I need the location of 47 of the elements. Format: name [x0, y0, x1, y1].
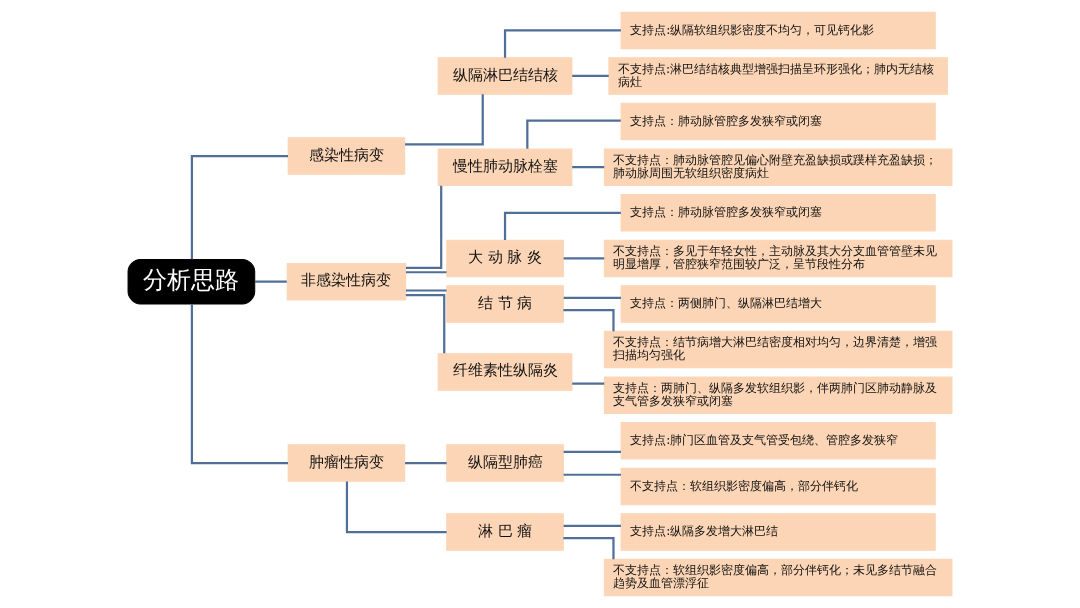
- connector: [563, 473, 621, 476]
- node-box: 纤维素性纵隔炎: [437, 353, 573, 391]
- connector: [503, 211, 621, 241]
- node-box: 支持点：两肺门、纵隔多发软组织影，伴两肺门区肺动静脉及支气管多发狭窄或闭塞: [603, 376, 953, 414]
- connector: [563, 450, 621, 454]
- connector: [563, 257, 605, 260]
- node-box: 支持点:肺门区血管及支气管受包绕、管腔多发狭窄: [620, 422, 936, 460]
- node-box: 支持点：两侧肺门、纵隔淋巴结增大: [620, 285, 936, 323]
- node-box: 感染性病变: [287, 137, 406, 175]
- connector: [572, 74, 609, 78]
- node-box: 肿瘤性病变: [287, 444, 406, 482]
- connector: [563, 296, 621, 300]
- connector: [563, 537, 615, 560]
- node-box: 分析思路: [127, 258, 256, 305]
- node-box: 淋 巴 瘤: [446, 513, 564, 551]
- node-box: 纵隔淋巴结结核: [437, 57, 573, 95]
- connector: [254, 280, 287, 283]
- node-box: 支持点:纵隔软组织影密度不均匀，可见钙化影: [620, 11, 936, 50]
- connector: [190, 304, 288, 465]
- node-box: 支持点：肺动脉管腔多发狭窄或闭塞: [620, 102, 936, 141]
- connector: [563, 524, 621, 528]
- connector: [405, 185, 443, 269]
- connector: [405, 271, 447, 274]
- connector: [405, 94, 484, 146]
- node-box: 支持点:纵隔多发增大淋巴结: [620, 513, 936, 551]
- connector: [572, 166, 605, 169]
- node-box: 慢性肺动脉栓塞: [437, 148, 573, 186]
- connector: [572, 382, 605, 385]
- node-box: 纵隔型肺癌: [446, 444, 564, 482]
- connector: [190, 154, 288, 260]
- connector: [405, 294, 446, 354]
- node-box: 结 节 病: [446, 285, 564, 323]
- node-box: 不支持点：软组织影密度偏高，部分伴钙化；未见多结节融合趋势及血管漂浮征: [603, 558, 953, 597]
- node-box: 非感染性病变: [286, 262, 407, 301]
- node-box: 不支持点:淋巴结结核典型增强扫描呈环形强化；肺内无结核病灶: [608, 57, 948, 95]
- connector: [563, 308, 615, 332]
- node-box: 不支持点：肺动脉管腔见偏心附壁充盈缺损或蹼样充盈缺损；肺动脉周围无软组织密度病灶: [603, 148, 953, 186]
- node-box: 支持点：肺动脉管腔多发狭窄或闭塞: [620, 194, 936, 232]
- node-box: 不支持点：多见于年轻女性，主动脉及其大分支血管管壁未见明显增厚，管腔狭窄范围较广泛，呈节段性分布: [603, 239, 953, 278]
- node-box: 不支持点：结节病增大淋巴结密度相对均匀，边界清楚，增强扫描均匀强化: [603, 330, 953, 369]
- node-box: 不支持点：软组织影密度偏高，部分伴钙化: [620, 467, 936, 506]
- connector: [503, 29, 621, 58]
- connector: [405, 289, 447, 292]
- connector: [526, 119, 621, 149]
- node-box: 大 动 脉 炎: [446, 239, 564, 278]
- connector: [345, 481, 447, 534]
- connector: [405, 462, 447, 465]
